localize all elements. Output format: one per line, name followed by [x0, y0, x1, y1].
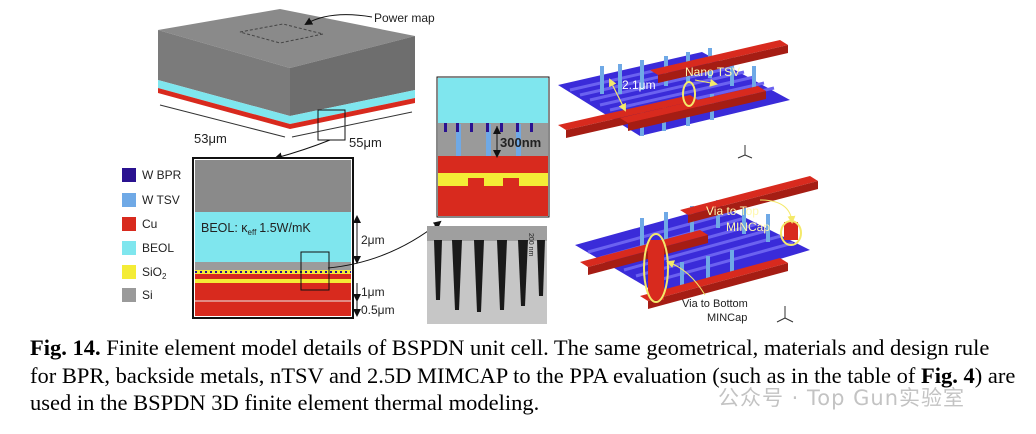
via-top-label-line2: MINCap	[726, 220, 770, 234]
caption-fig-ref: Fig. 4	[920, 362, 975, 388]
via-top-label-line1: Via to Top	[706, 204, 759, 218]
dim-55um: 55μm	[349, 135, 382, 150]
caption-figure-label: Fig. 14.	[30, 335, 101, 360]
legend-swatch-cu	[122, 217, 136, 231]
legend-label-cu: Cu	[142, 217, 157, 231]
nano-tsv-label: Nano TSV	[685, 65, 740, 79]
caption-text-2: ) are used in the BSPDN 3D finite elemen…	[30, 362, 1016, 416]
dim-2um: 2μm	[361, 233, 385, 247]
caption-text-1: Finite element model details of BSPDN un…	[30, 335, 990, 388]
zoom-box-3d	[317, 109, 346, 141]
legend-swatch-w-tsv	[122, 193, 136, 207]
legend-swatch-si	[122, 288, 136, 302]
unit-cell-3d-block: Power map 53μm 55μm	[158, 9, 435, 161]
sem-image: 200 nm	[427, 226, 547, 324]
legend-label-sio2: SiO2	[142, 265, 167, 281]
legend-label-w-tsv: W TSV	[142, 193, 180, 207]
via-bottom-highlight	[643, 233, 669, 303]
nano-tsv-3d-structure: Nano TSV 2.1μm	[558, 40, 790, 159]
figure-14-diagram: Power map 53μm 55μm W BPR W TSV Cu BEOL …	[122, 9, 818, 324]
legend-label-si: Si	[142, 288, 153, 302]
nano-tsv-highlight	[682, 81, 696, 107]
legend-label-w-bpr: W BPR	[142, 168, 182, 182]
figure-caption: Fig. 14. Finite element model details of…	[30, 334, 1020, 417]
axis-triad-bottom	[776, 306, 794, 323]
watermark: 公众号 · Top Gun实验室	[718, 386, 966, 410]
legend-label-beol: BEOL	[142, 241, 174, 255]
via-bottom-label-line1: Via to Bottom	[682, 298, 748, 310]
dim-1um: 1μm	[361, 285, 385, 299]
power-map-outline	[239, 23, 324, 44]
mimcap-3d-structure: Via to Top MINCap Via to Bottom MINCap	[575, 176, 818, 324]
power-map-label: Power map	[374, 11, 435, 25]
legend-swatch-beol	[122, 241, 136, 255]
zoomed-cross-section: 300nm	[436, 76, 550, 218]
zoom-box-section	[300, 251, 330, 291]
axis-triad-top	[737, 145, 753, 159]
via-bottom-label-line2: MINCap	[707, 312, 747, 324]
dim-53um: 53μm	[194, 131, 227, 146]
legend-swatch-w-bpr	[122, 168, 136, 182]
materials-legend: W BPR W TSV Cu BEOL SiO2 Si	[122, 168, 182, 302]
legend-swatch-sio2	[122, 265, 136, 279]
dim-300nm: 300nm	[500, 135, 541, 150]
dim-05um: 0.5μm	[361, 303, 395, 317]
dim-21um: 2.1μm	[622, 78, 656, 92]
sem-scale-label: 200 nm	[527, 233, 534, 257]
